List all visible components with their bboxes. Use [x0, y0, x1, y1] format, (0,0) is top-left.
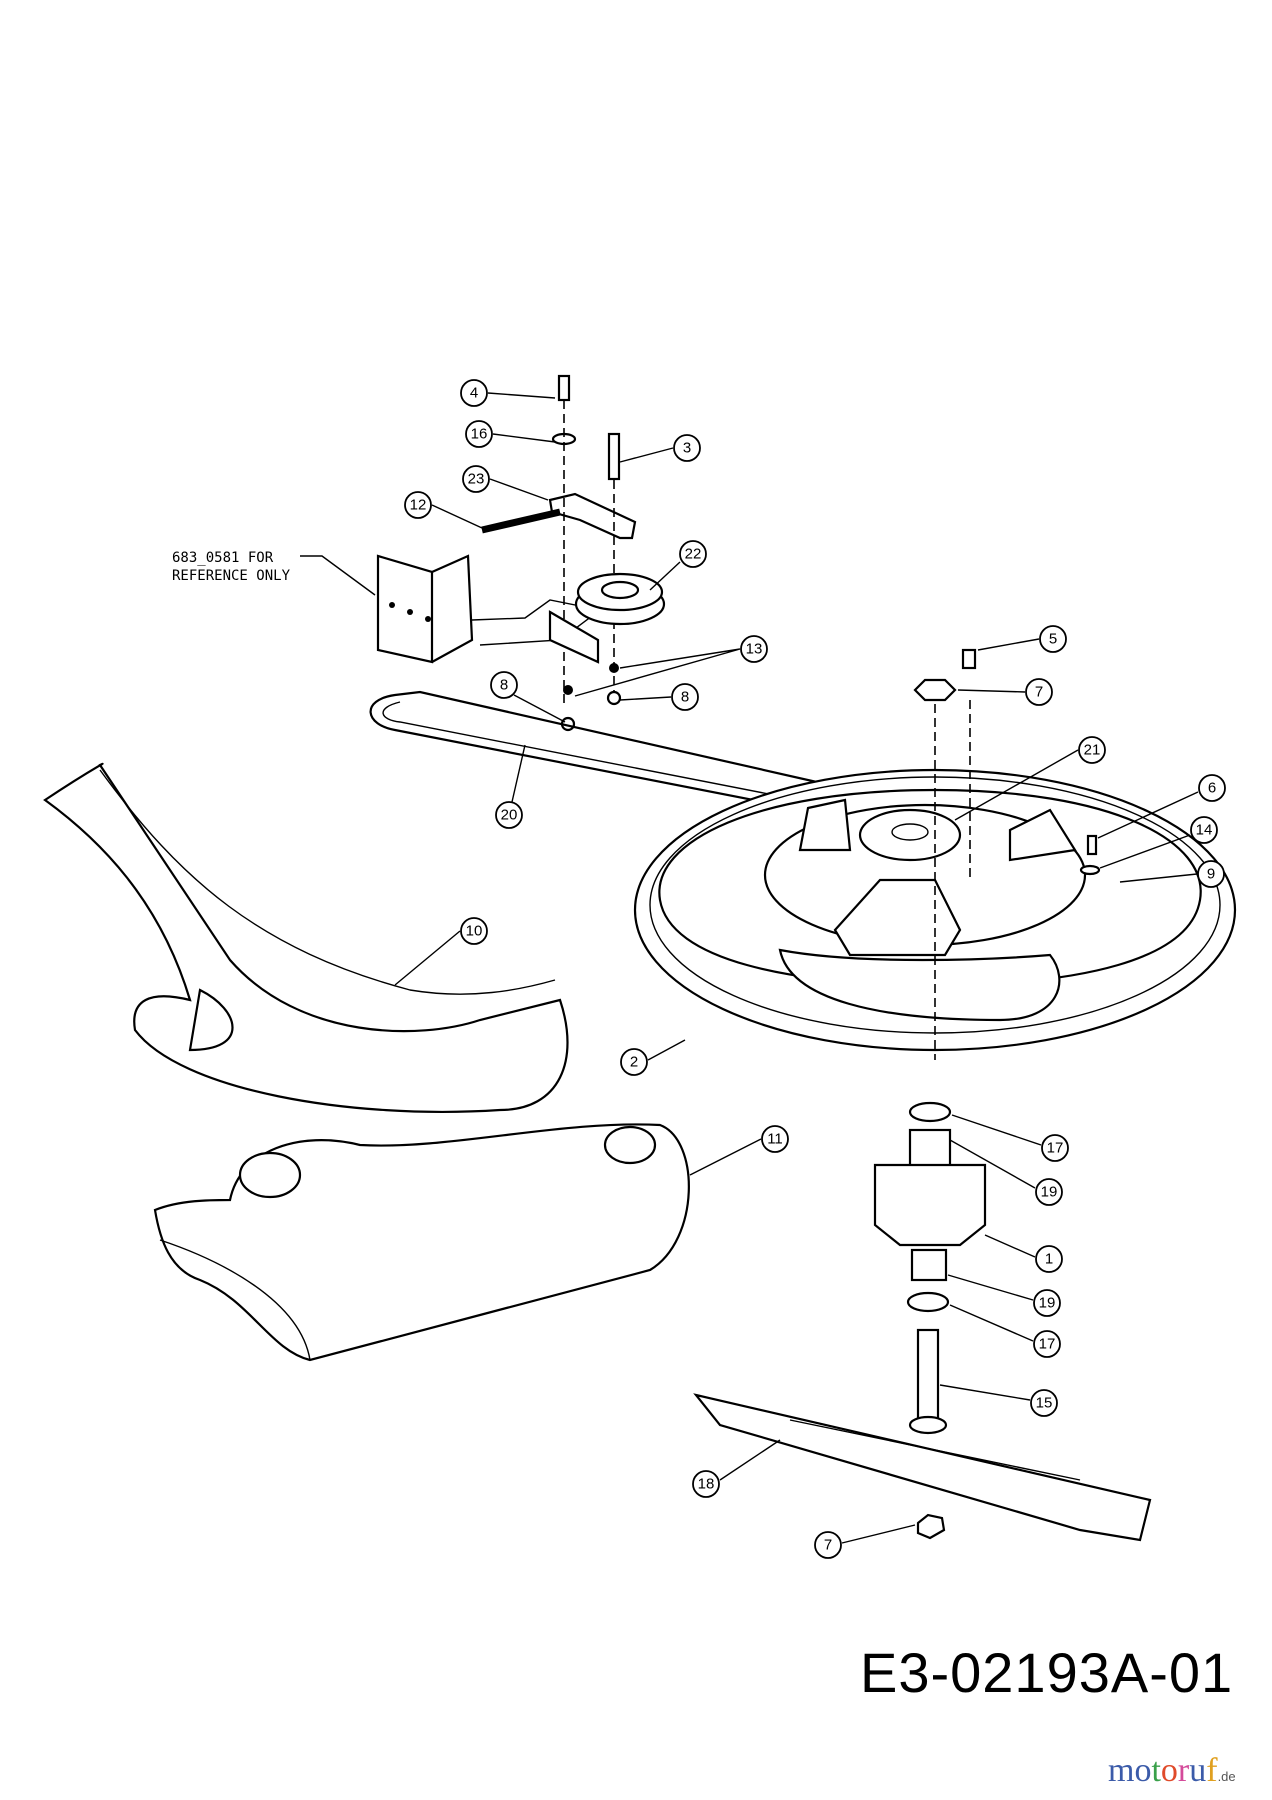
- svg-text:6: 6: [1208, 780, 1216, 797]
- logo-letter: m: [1108, 1752, 1135, 1789]
- svg-text:4: 4: [470, 385, 478, 402]
- svg-text:17: 17: [1039, 1336, 1056, 1353]
- mower-deck: [633, 648, 1237, 1060]
- callout-9: 9: [1119, 860, 1225, 888]
- logo-letter: u: [1189, 1752, 1207, 1789]
- callout-3: 3: [619, 434, 701, 463]
- logo-letter: o: [1160, 1752, 1178, 1789]
- callout-10: 10: [394, 917, 488, 986]
- callout-12: 12: [404, 491, 483, 529]
- callout-6: 6: [1097, 774, 1226, 839]
- svg-text:19: 19: [1041, 1184, 1058, 1201]
- reference-note-line1: 683_0581 FOR: [172, 550, 274, 566]
- svg-text:19: 19: [1039, 1295, 1056, 1312]
- callout-11: 11: [689, 1125, 789, 1176]
- svg-text:12: 12: [410, 497, 427, 514]
- svg-text:11: 11: [767, 1131, 783, 1148]
- callout-1: 1: [984, 1234, 1063, 1273]
- motoruf-logo: motoruf.de: [1108, 1752, 1236, 1789]
- idler-assembly: [481, 374, 666, 732]
- logo-letter: r: [1177, 1752, 1190, 1789]
- logo-letter: o: [1134, 1752, 1152, 1789]
- svg-text:17: 17: [1047, 1140, 1064, 1157]
- callout-18: 18: [692, 1439, 781, 1498]
- svg-text:8: 8: [681, 689, 689, 706]
- callout-7a: 7: [957, 678, 1053, 706]
- svg-text:18: 18: [698, 1476, 715, 1493]
- callout-19a: 19: [949, 1139, 1063, 1206]
- callout-22: 22: [649, 540, 707, 591]
- callout-16: 16: [465, 420, 556, 448]
- callout-5: 5: [977, 625, 1067, 653]
- callout-14: 14: [1099, 816, 1218, 869]
- callout-8a: 8: [490, 671, 566, 723]
- svg-text:13: 13: [746, 641, 763, 658]
- callout-17b: 17: [949, 1304, 1061, 1358]
- callout-23: 23: [462, 465, 549, 501]
- svg-text:9: 9: [1207, 866, 1215, 883]
- logo-letter: f: [1206, 1752, 1218, 1789]
- svg-text:8: 8: [500, 677, 508, 694]
- logo-letter: t: [1151, 1752, 1161, 1789]
- svg-text:10: 10: [466, 923, 483, 940]
- callout-17a: 17: [951, 1114, 1069, 1162]
- svg-text:7: 7: [1035, 684, 1043, 701]
- svg-text:22: 22: [685, 546, 702, 563]
- spindle-assembly: [693, 1101, 1152, 1542]
- svg-text:16: 16: [471, 426, 488, 443]
- callout-19b: 19: [947, 1274, 1061, 1317]
- svg-text:7: 7: [824, 1537, 832, 1554]
- mulch-plug: [153, 1123, 690, 1362]
- svg-text:15: 15: [1036, 1395, 1053, 1412]
- callout-2: 2: [620, 1039, 686, 1076]
- callouts: 4 16 3 23 12 22 13 8 8 20 5 7 21 6 14 9 …: [394, 379, 1226, 1559]
- svg-text:21: 21: [1084, 742, 1101, 759]
- svg-text:3: 3: [683, 440, 691, 457]
- callout-4: 4: [460, 379, 556, 407]
- reference-note-line2: REFERENCE ONLY: [172, 568, 291, 584]
- svg-text:14: 14: [1196, 822, 1213, 839]
- callout-21: 21: [954, 736, 1106, 821]
- callout-20: 20: [495, 744, 526, 829]
- callout-15: 15: [939, 1384, 1058, 1417]
- svg-text:1: 1: [1045, 1251, 1053, 1268]
- discharge-chute: [43, 762, 569, 1113]
- svg-text:5: 5: [1049, 631, 1057, 648]
- svg-text:23: 23: [468, 471, 485, 488]
- callout-7b: 7: [814, 1524, 916, 1559]
- svg-text:20: 20: [501, 807, 518, 824]
- svg-text:2: 2: [630, 1054, 638, 1071]
- drawing-number: E3-02193A-01: [860, 1641, 1234, 1704]
- callout-8b: 8: [619, 683, 699, 711]
- callout-13: 13: [574, 635, 768, 697]
